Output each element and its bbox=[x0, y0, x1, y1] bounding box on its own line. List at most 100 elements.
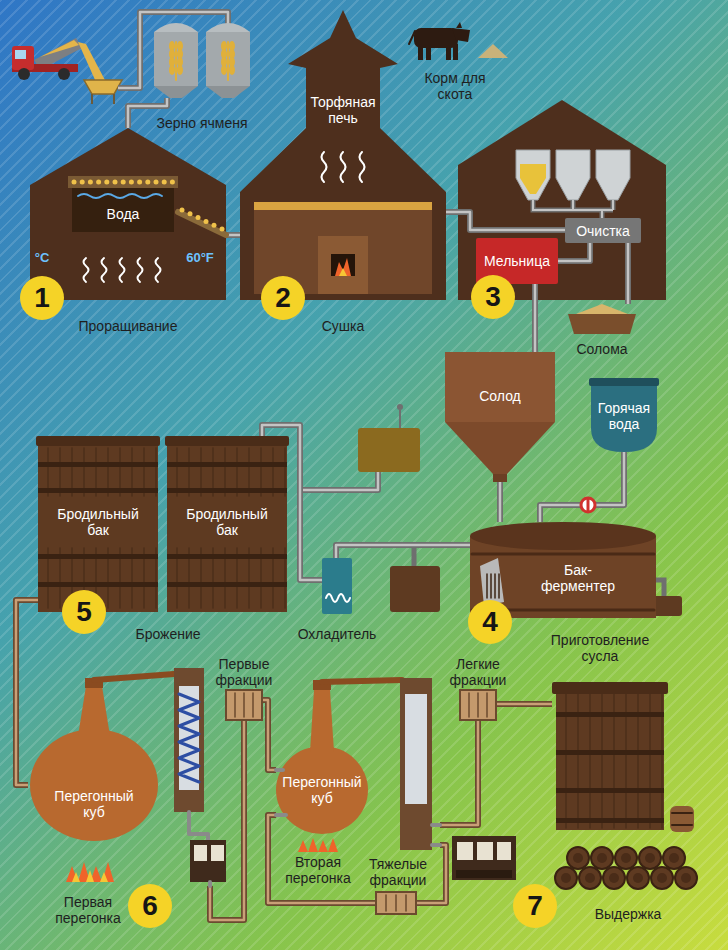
box-slat bbox=[385, 895, 387, 911]
smoke-wave bbox=[322, 152, 327, 182]
grain-stream bbox=[78, 42, 106, 82]
callout-number: 6 bbox=[128, 884, 172, 928]
cow-leg bbox=[418, 44, 423, 60]
safe-window bbox=[211, 845, 224, 861]
malt-bin bbox=[596, 150, 630, 200]
pipe-outline bbox=[16, 600, 38, 785]
cask-end bbox=[663, 847, 685, 869]
cask-bung bbox=[561, 873, 571, 883]
pipe-outline bbox=[336, 545, 470, 558]
callout-number: 5 bbox=[62, 590, 106, 634]
pipe-core bbox=[440, 720, 478, 825]
cow-leg bbox=[453, 44, 458, 60]
node-label: Выдержка bbox=[578, 906, 678, 922]
yeast-pipe-core bbox=[302, 472, 378, 490]
condenser bbox=[400, 678, 432, 850]
rake-tine bbox=[498, 574, 500, 598]
shape-group bbox=[30, 668, 226, 886]
grain-dot bbox=[204, 219, 209, 224]
cask-bung bbox=[621, 853, 631, 863]
water-tray: Вода bbox=[68, 176, 178, 232]
pipe-core bbox=[16, 600, 38, 785]
pipe-core bbox=[210, 720, 244, 920]
cask-end bbox=[567, 847, 589, 869]
still-pot bbox=[276, 746, 368, 834]
grain-silos-outline bbox=[152, 18, 252, 98]
kiln-building bbox=[240, 10, 446, 300]
cleaner-box bbox=[565, 218, 641, 243]
still-fire bbox=[298, 838, 338, 852]
malt-bin bbox=[516, 150, 550, 200]
vat-rim bbox=[36, 436, 160, 446]
bin-pipes bbox=[533, 200, 613, 218]
grain-dot bbox=[80, 180, 85, 185]
vat-band bbox=[167, 554, 287, 559]
vat-body bbox=[38, 444, 158, 612]
shape-group bbox=[36, 436, 160, 612]
malt-hopper-outline bbox=[445, 352, 555, 482]
grain-tray bbox=[68, 176, 178, 188]
still-pot bbox=[30, 729, 158, 841]
node-label: Первые фракции bbox=[211, 656, 277, 688]
water-ripple bbox=[78, 194, 162, 198]
safe-window bbox=[497, 842, 511, 860]
box-slat bbox=[477, 693, 479, 717]
cask-bung bbox=[633, 873, 643, 883]
water-tray-outline bbox=[68, 176, 178, 232]
grain-dot bbox=[180, 208, 185, 213]
box-slat bbox=[405, 895, 407, 911]
vat-body bbox=[167, 444, 287, 612]
cask-end bbox=[639, 847, 661, 869]
callout-number: 1 bbox=[20, 276, 64, 320]
cask-end bbox=[591, 847, 613, 869]
node-label: Перегонный куб bbox=[48, 788, 140, 820]
shape-group bbox=[568, 304, 636, 334]
silo-dome bbox=[154, 23, 198, 32]
cask-end bbox=[603, 867, 625, 889]
node-label: Перегонный куб bbox=[279, 774, 365, 806]
node-label: Торфяная печь bbox=[307, 94, 379, 126]
fraction-box bbox=[226, 690, 262, 720]
pipe-outline bbox=[625, 243, 631, 304]
cooler: Охладитель bbox=[322, 558, 352, 614]
stage-label: Брожение bbox=[118, 626, 218, 642]
still-neck bbox=[310, 690, 334, 752]
malt-floor bbox=[254, 202, 432, 210]
safe-base bbox=[456, 870, 512, 878]
grain-silos: Зерно ячменя bbox=[152, 18, 252, 98]
pipe-outline bbox=[262, 700, 276, 770]
truck bbox=[12, 38, 106, 82]
shape-group bbox=[276, 678, 440, 850]
feed-pile bbox=[478, 44, 508, 58]
furnace-fire bbox=[335, 258, 351, 276]
pipe-core bbox=[262, 700, 276, 770]
vat-band bbox=[556, 750, 664, 755]
pipe-connector bbox=[496, 704, 552, 705]
pipe-connector bbox=[558, 243, 590, 261]
safe-window bbox=[477, 842, 493, 860]
vat-band bbox=[38, 554, 158, 559]
building-wall bbox=[30, 128, 226, 300]
still-neck bbox=[78, 686, 110, 736]
vat-band bbox=[167, 488, 287, 493]
cask-end bbox=[651, 867, 673, 889]
cow-leg bbox=[446, 44, 451, 60]
wheat-stem bbox=[175, 42, 177, 80]
node-label: Охладитель bbox=[289, 626, 385, 642]
grain-dot bbox=[96, 180, 101, 185]
shape-group bbox=[565, 218, 641, 243]
water-trough bbox=[72, 188, 174, 232]
pipe-outline bbox=[497, 482, 503, 522]
condenser-coil bbox=[179, 694, 199, 782]
pipe-outline bbox=[558, 243, 590, 261]
wheat-stem bbox=[227, 42, 229, 80]
small-barrel bbox=[670, 806, 694, 832]
pipe-core bbox=[499, 482, 502, 522]
straw-pile bbox=[576, 304, 628, 314]
callout-number: 2 bbox=[261, 276, 305, 320]
kiln-house: Торфяная печьСушка bbox=[240, 10, 446, 300]
pipe-outline bbox=[540, 452, 624, 522]
hot-water-tank: Горячая вода bbox=[591, 378, 657, 452]
shape-group bbox=[589, 378, 659, 452]
cask-bung bbox=[645, 853, 655, 863]
